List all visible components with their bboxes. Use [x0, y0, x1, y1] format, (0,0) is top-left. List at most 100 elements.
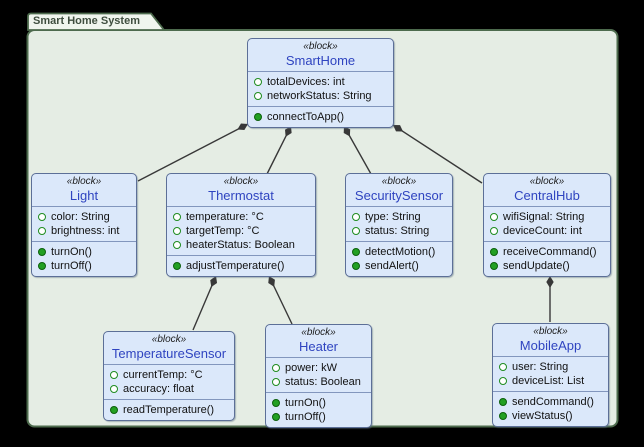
attribute-label: brightness: int	[51, 225, 120, 237]
operation-row: turnOff()	[272, 410, 365, 424]
attribute-label: totalDevices: int	[267, 76, 345, 88]
attribute-icon	[173, 213, 181, 221]
operation-label: turnOn()	[285, 397, 326, 409]
block-heater[interactable]: «block» Heater power: kW status: Boolean…	[265, 324, 372, 428]
attributes-compartment: totalDevices: int networkStatus: String	[248, 72, 393, 106]
stereotype-label: «block»	[151, 334, 187, 345]
attribute-label: currentTemp: °C	[123, 369, 203, 381]
operation-row: sendAlert()	[352, 259, 446, 273]
attribute-icon	[38, 227, 46, 235]
operation-row: readTemperature()	[110, 403, 228, 417]
attribute-row: networkStatus: String	[254, 89, 387, 103]
attribute-icon	[110, 385, 118, 393]
operation-icon	[38, 248, 46, 256]
operation-row: receiveCommand()	[490, 245, 604, 259]
operations-compartment: detectMotion() sendAlert()	[346, 241, 452, 276]
operation-icon	[38, 262, 46, 270]
attribute-label: status: Boolean	[285, 376, 361, 388]
operation-row: turnOn()	[38, 245, 130, 259]
operation-label: sendCommand()	[512, 396, 594, 408]
operations-compartment: turnOn() turnOff()	[266, 392, 371, 427]
attribute-icon	[499, 377, 507, 385]
attribute-icon	[173, 227, 181, 235]
attribute-icon	[254, 78, 262, 86]
operation-label: receiveCommand()	[503, 246, 597, 258]
operations-compartment: sendCommand() viewStatus()	[493, 391, 608, 426]
attribute-row: power: kW	[272, 361, 365, 375]
operation-icon	[499, 412, 507, 420]
operation-row: sendCommand()	[499, 395, 602, 409]
attribute-label: wifiSignal: String	[503, 211, 585, 223]
block-name: MobileApp	[519, 338, 582, 353]
attribute-icon	[490, 213, 498, 221]
attribute-row: user: String	[499, 360, 602, 374]
block-light[interactable]: «block» Light color: String brightness: …	[31, 173, 137, 277]
attribute-row: accuracy: float	[110, 382, 228, 396]
attribute-row: status: Boolean	[272, 375, 365, 389]
block-temperaturesensor[interactable]: «block» TemperatureSensor currentTemp: °…	[103, 331, 235, 421]
block-header: «block» Thermostat	[167, 174, 315, 207]
attribute-row: status: String	[352, 224, 446, 238]
stereotype-label: «block»	[381, 176, 417, 187]
operation-label: turnOff()	[285, 411, 326, 423]
attribute-icon	[272, 378, 280, 386]
diagram-title: Smart Home System	[33, 15, 140, 27]
block-smarthome[interactable]: «block» SmartHome totalDevices: int netw…	[247, 38, 394, 128]
attribute-label: power: kW	[285, 362, 337, 374]
operation-icon	[490, 262, 498, 270]
stereotype-label: «block»	[529, 176, 565, 187]
operation-row: viewStatus()	[499, 409, 602, 423]
stereotype-label: «block»	[66, 176, 102, 187]
attributes-compartment: color: String brightness: int	[32, 207, 136, 241]
attribute-label: heaterStatus: Boolean	[186, 239, 295, 251]
attribute-label: deviceCount: int	[503, 225, 582, 237]
operation-row: adjustTemperature()	[173, 259, 309, 273]
attribute-label: targetTemp: °C	[186, 225, 260, 237]
block-thermostat[interactable]: «block» Thermostat temperature: °C targe…	[166, 173, 316, 277]
operation-icon	[272, 413, 280, 421]
attribute-label: user: String	[512, 361, 569, 373]
block-header: «block» CentralHub	[484, 174, 610, 207]
operation-row: connectToApp()	[254, 110, 387, 124]
attribute-label: deviceList: List	[512, 375, 585, 387]
operation-icon	[352, 262, 360, 270]
block-header: «block» MobileApp	[493, 324, 608, 357]
block-header: «block» Heater	[266, 325, 371, 358]
attribute-label: color: String	[51, 211, 110, 223]
attribute-label: networkStatus: String	[267, 90, 372, 102]
operation-row: turnOn()	[272, 396, 365, 410]
block-securitysensor[interactable]: «block» SecuritySensor type: String stat…	[345, 173, 453, 277]
operation-icon	[110, 406, 118, 414]
attributes-compartment: currentTemp: °C accuracy: float	[104, 365, 234, 399]
attribute-row: deviceCount: int	[490, 224, 604, 238]
stereotype-label: «block»	[533, 326, 568, 337]
block-name: TemperatureSensor	[111, 346, 227, 361]
attribute-label: temperature: °C	[186, 211, 264, 223]
operations-compartment: receiveCommand() sendUpdate()	[484, 241, 610, 276]
attribute-label: type: String	[365, 211, 421, 223]
operation-label: readTemperature()	[123, 404, 215, 416]
operation-label: viewStatus()	[512, 410, 573, 422]
attribute-icon	[173, 241, 181, 249]
block-centralhub[interactable]: «block» CentralHub wifiSignal: String de…	[483, 173, 611, 277]
attribute-label: status: String	[365, 225, 430, 237]
attribute-row: temperature: °C	[173, 210, 309, 224]
operation-row: turnOff()	[38, 259, 130, 273]
stereotype-label: «block»	[223, 176, 259, 187]
block-name: SecuritySensor	[354, 188, 444, 203]
attribute-row: heaterStatus: Boolean	[173, 238, 309, 252]
attributes-compartment: type: String status: String	[346, 207, 452, 241]
operation-icon	[254, 113, 262, 121]
attribute-row: brightness: int	[38, 224, 130, 238]
operations-compartment: turnOn() turnOff()	[32, 241, 136, 276]
attributes-compartment: user: String deviceList: List	[493, 357, 608, 391]
operation-icon	[490, 248, 498, 256]
attribute-icon	[499, 363, 507, 371]
block-name: CentralHub	[514, 188, 580, 203]
block-mobileapp[interactable]: «block» MobileApp user: String deviceLis…	[492, 323, 609, 427]
block-name: Heater	[298, 339, 339, 354]
operation-label: detectMotion()	[365, 246, 436, 258]
operations-compartment: connectToApp()	[248, 106, 393, 127]
operation-icon	[352, 248, 360, 256]
operation-icon	[173, 262, 181, 270]
